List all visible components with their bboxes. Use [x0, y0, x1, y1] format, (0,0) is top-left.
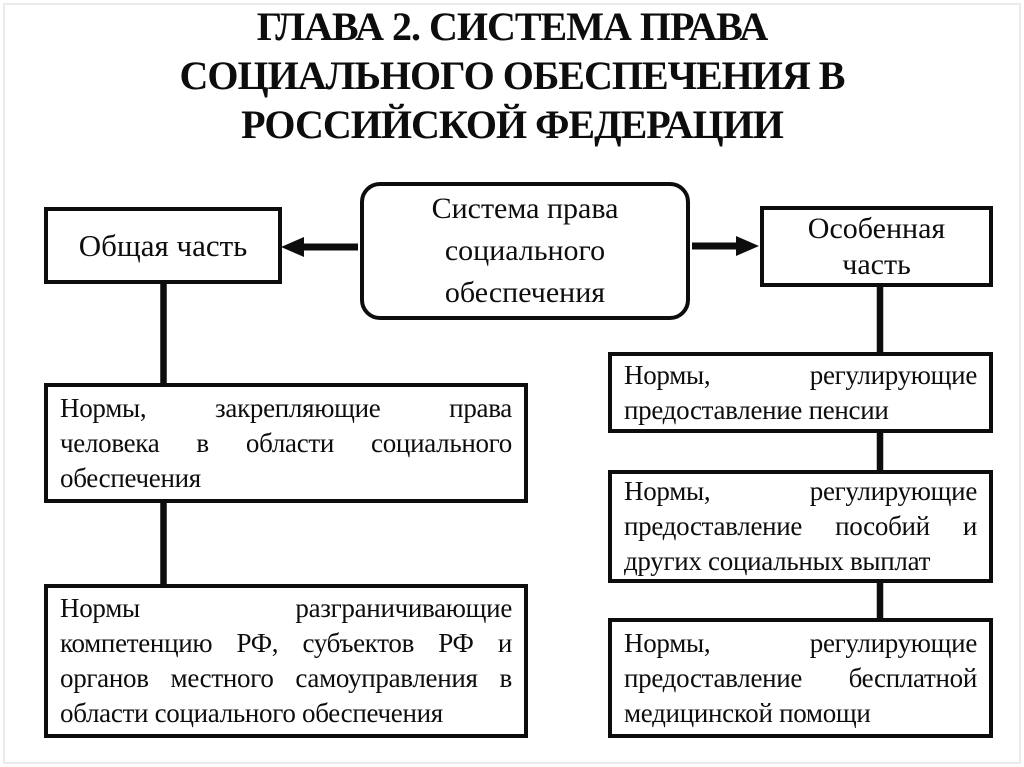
slide-title: ГЛАВА 2. СИСТЕМА ПРАВА СОЦИАЛЬНОГО ОБЕСП…	[179, 4, 846, 147]
general-part-node: Общая часть	[44, 207, 282, 284]
right-node-benefits-norms: Нормы, регулирующие предоставление пособи…	[608, 470, 993, 583]
left-node-competence-norms: Нормы разграничивающие компетенцию РФ, су…	[44, 584, 528, 738]
text-line: других социальных выплат	[624, 546, 931, 576]
text-line: Нормы, регулирующие	[624, 476, 977, 506]
text-line: области социального обеспечения	[60, 698, 443, 728]
right-node-medical-aid-norms: Нормы, регулирующие предоставление беспла…	[608, 618, 993, 738]
arrowhead-left-icon	[281, 237, 304, 257]
right-node-pension-norms: Нормы, регулирующие предоставление пенсии	[608, 352, 993, 433]
text-line: предоставление пенсии	[624, 394, 889, 425]
special-part-label: Особенная часть	[807, 211, 946, 281]
text-line: предоставление бесплатной	[624, 662, 977, 693]
general-part-label: Общая часть	[78, 227, 248, 263]
special-part-node: Особенная часть	[760, 206, 993, 287]
text-line: человека в области социального	[60, 427, 512, 458]
text-line: компетенцию РФ, субъектов РФ и	[60, 628, 512, 658]
text-line: обеспечения	[60, 462, 201, 493]
root-node: Система права социального обеспечения	[360, 182, 690, 320]
root-node-label: Система права социального обеспечения	[431, 192, 619, 309]
text-line: органов местного самоуправления в	[60, 663, 512, 693]
text-line: медицинской помощи	[624, 697, 871, 728]
left-node-human-rights-norms: Нормы, закрепляющие права человека в обла…	[44, 383, 528, 503]
text-line: Нормы разграничивающие	[60, 593, 512, 623]
arrowhead-right-icon	[736, 236, 759, 256]
text-line: Нормы, регулирующие	[624, 359, 977, 390]
text-line: Нормы, закрепляющие права	[60, 392, 512, 423]
text-line: Нормы, регулирующие	[624, 627, 977, 658]
text-line: предоставление пособий и	[624, 511, 977, 541]
